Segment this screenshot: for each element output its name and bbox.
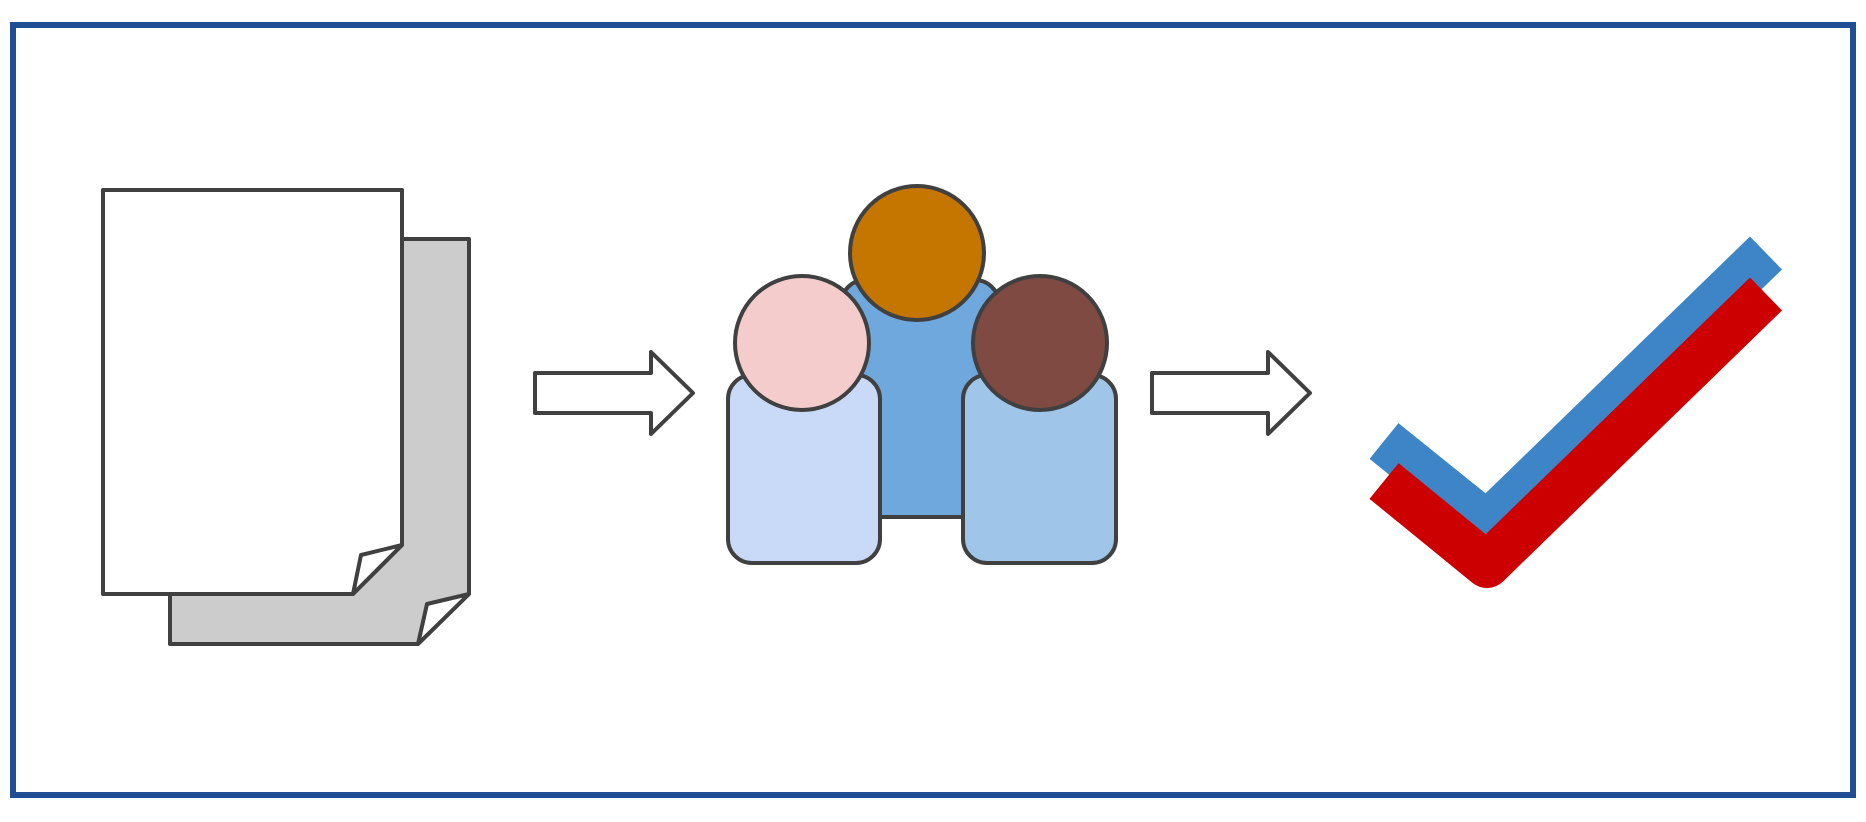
document-stack-icon [101, 188, 471, 646]
back-page-fold [416, 592, 471, 646]
person-right [961, 274, 1118, 565]
front-page-fold [351, 543, 404, 596]
person-right-head [971, 274, 1109, 412]
people-group-icon [726, 184, 1118, 565]
person-left [726, 274, 882, 565]
checkmark-back [1369, 236, 1783, 555]
right-arrow-icon [1150, 350, 1312, 436]
checkmark-front [1369, 277, 1783, 588]
right-arrow-icon [533, 350, 695, 436]
person-center-head [848, 184, 986, 322]
checkmark-icon [1369, 236, 1783, 588]
front-page [101, 188, 404, 596]
person-left-head [733, 274, 871, 412]
